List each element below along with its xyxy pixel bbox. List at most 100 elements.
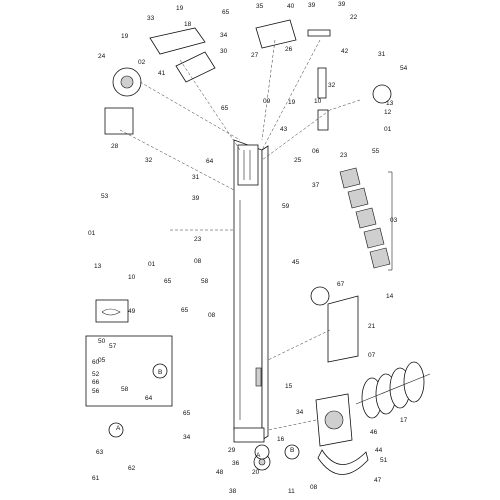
callout-label: 01 [384, 126, 392, 133]
callout-label: 08 [208, 312, 216, 319]
callout-label: 32 [328, 82, 336, 89]
callout-label: 25 [294, 157, 302, 164]
callout-label: 37 [312, 182, 320, 189]
callout-label: 28 [111, 143, 119, 150]
callout-label: 64 [145, 395, 153, 402]
callout-label: 29 [228, 447, 236, 454]
bracket-part [104, 107, 134, 135]
callout-label: 67 [337, 281, 345, 288]
callout-label: A [256, 452, 261, 459]
callout-label: 33 [147, 15, 155, 22]
chain-part [339, 167, 393, 271]
callout-label: 12 [384, 109, 392, 116]
callout-label: 24 [98, 53, 106, 60]
callout-label: B [158, 369, 162, 376]
callout-label: 57 [109, 343, 117, 350]
part-67-circle [310, 286, 330, 306]
marker-b-detail [152, 363, 168, 379]
callout-label: 46 [370, 429, 378, 436]
callout-label: 54 [400, 65, 408, 72]
callout-label: 53 [101, 193, 109, 200]
callout-label: 17 [400, 417, 408, 424]
callout-label: 22 [350, 14, 358, 21]
sprocket-part [112, 67, 142, 97]
assembly-lines [119, 39, 361, 431]
bearing-center [258, 458, 266, 466]
housing-opening [324, 410, 344, 430]
callout-label: 49 [128, 308, 136, 315]
callout-label: 42 [341, 48, 349, 55]
callout-label: 48 [216, 469, 224, 476]
callout-label: 64 [206, 158, 214, 165]
callout-label: 23 [340, 152, 348, 159]
callout-label: 19 [121, 33, 129, 40]
callout-label: 27 [251, 52, 259, 59]
callout-label: 61 [92, 475, 100, 482]
top-cover-parts [149, 19, 331, 131]
callout-label: 41 [158, 70, 166, 77]
blade-icon [101, 308, 121, 316]
part-54-disc [372, 84, 392, 104]
callout-label: 51 [380, 457, 388, 464]
auger-part [355, 361, 431, 419]
callout-label: 26 [285, 46, 293, 53]
callout-label: 60 [92, 359, 100, 366]
callout-label: 34 [183, 434, 191, 441]
callout-label: 18 [184, 21, 192, 28]
callout-label: 31 [192, 174, 200, 181]
callout-label: 06 [312, 148, 320, 155]
callout-label: 30 [220, 48, 228, 55]
callout-label: 03 [390, 217, 398, 224]
callout-label: 65 [181, 307, 189, 314]
callout-label: 39 [192, 195, 200, 202]
callout-label: 59 [282, 203, 290, 210]
callout-label: 39 [308, 2, 316, 9]
callout-label: 14 [386, 293, 394, 300]
callout-label: 58 [201, 278, 209, 285]
callout-label: 38 [229, 488, 237, 495]
callout-label: 01 [88, 230, 96, 237]
marker-b-bottom [284, 444, 300, 460]
callout-label: 66 [92, 379, 100, 386]
callout-label: 65 [222, 9, 230, 16]
callout-label: 43 [280, 126, 288, 133]
callout-label: 10 [128, 274, 136, 281]
callout-label: 56 [92, 388, 100, 395]
callout-label: 02 [138, 59, 146, 66]
callout-label: B [290, 447, 294, 454]
callout-label: 10 [314, 98, 322, 105]
callout-label: 32 [145, 157, 153, 164]
callout-label: 07 [368, 352, 376, 359]
main-column-part [233, 139, 269, 443]
callout-label: 65 [221, 105, 229, 112]
callout-label: 50 [98, 338, 106, 345]
marker-a-top [108, 422, 124, 438]
callout-label: 08 [310, 484, 318, 491]
callout-label: 52 [92, 371, 100, 378]
callout-label: 15 [285, 383, 293, 390]
callout-label: 13 [94, 263, 102, 270]
callout-label: 09 [263, 98, 271, 105]
callout-label: 62 [128, 465, 136, 472]
callout-label: 19 [176, 5, 184, 12]
callout-label: 34 [220, 32, 228, 39]
callout-label: 21 [368, 323, 376, 330]
callout-label: 01 [148, 261, 156, 268]
callout-label: 05 [98, 357, 106, 364]
callout-label: 36 [232, 460, 240, 467]
marker-a-bottom [254, 444, 270, 460]
callout-label: 65 [183, 410, 191, 417]
callout-label: 40 [287, 3, 295, 10]
callout-label: 47 [374, 477, 382, 484]
callout-label: A [116, 425, 121, 432]
callout-label: 34 [296, 409, 304, 416]
callout-label: 11 [288, 488, 295, 495]
callout-label: 55 [372, 148, 380, 155]
callout-label: 13 [386, 100, 394, 107]
callout-label: 58 [121, 386, 129, 393]
callout-label: 19 [288, 99, 296, 106]
callout-label: 16 [277, 436, 285, 443]
callout-label: 39 [338, 1, 346, 8]
cover-plate-part [327, 295, 359, 363]
